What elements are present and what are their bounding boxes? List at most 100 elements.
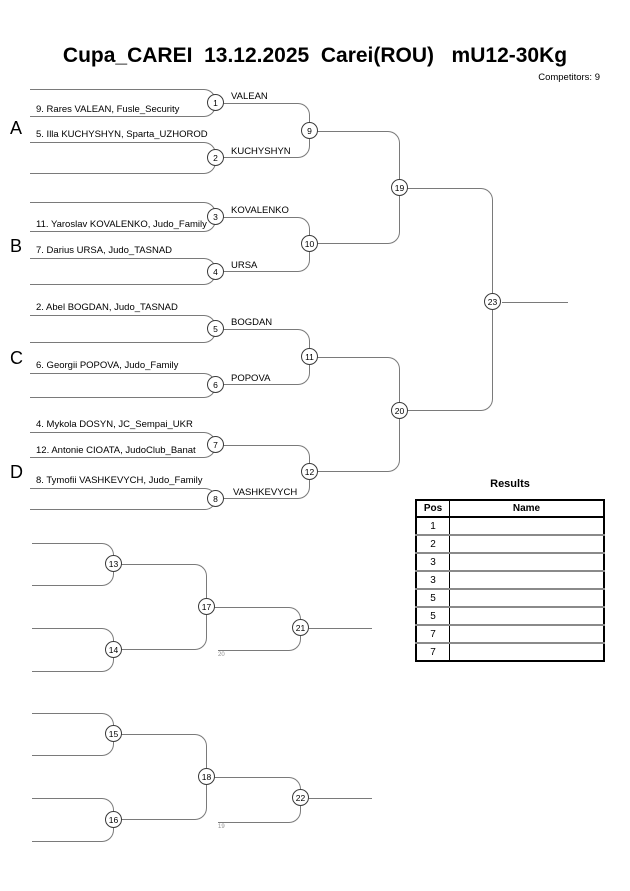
connector-13-to-17 [114,564,207,607]
results-name [449,517,604,536]
results-pos: 7 [416,643,450,661]
match-node-21: 21 [292,619,309,636]
results-row: 1 [416,517,604,536]
connector-4-to-10 [216,244,310,272]
connector-17-to-21 [207,607,301,628]
match-node-23: 23 [484,293,501,310]
results-pos: 1 [416,517,450,536]
bracket-pair-line-2 [30,142,216,174]
results-name [449,553,604,572]
connector-8-to-12 [216,472,310,499]
connector-20-to-23 [400,302,493,411]
results-pos: 5 [416,589,450,608]
match-node-16: 16 [105,811,122,828]
match-node-2: 2 [207,149,224,166]
competitor-yaroslav-kovalenko: 11. Yaroslav KOVALENKO, Judo_Family [36,219,207,230]
match-node-12: 12 [301,463,318,480]
results-row: 3 [416,553,604,572]
results-header-name: Name [449,500,604,518]
competitor-illa-kuchyshyn: 5. Illa KUCHYSHYN, Sparta_UZHOROD [36,129,208,140]
winner-label-match-6: POPOVA [231,373,271,384]
group-label-a: A [10,118,23,138]
repechage-pair-line-16 [32,798,114,842]
results-pos: 3 [416,571,450,590]
connector-loser20-to-21 [218,628,301,651]
repechage-pair-line-15 [32,713,114,756]
connector-10-to-19 [310,188,400,244]
results-name [449,607,604,626]
connector-19-to-23 [400,188,493,302]
winner-label-match-2: KUCHYSHYN [231,146,291,157]
connector-loser19-to-22 [218,798,301,823]
competitor-darius-ursa: 7. Darius URSA, Judo_TASNAD [36,245,173,256]
results-name [449,571,604,590]
connector-16-to-18 [114,777,207,820]
match-node-9: 9 [301,122,318,139]
connector-7-to-12 [216,445,310,472]
match-node-20: 20 [391,402,408,419]
winner-label-match-8: VASHKEVYCH [233,487,298,498]
results-pos: 5 [416,607,450,626]
competitor-mykola-dosyn: 4. Mykola DOSYN, JC_Sempai_UKR [36,419,193,430]
competitor-abel-bogdan: 2. Abel BOGDAN, Judo_TASNAD [36,302,178,313]
match-node-8: 8 [207,490,224,507]
group-label-c: C [10,348,23,368]
connector-11-to-20 [310,357,400,411]
repechage-pair-line-14 [32,628,114,672]
results-row: 7 [416,625,604,644]
final-winner-line [502,302,568,303]
competitors-count: Competitors: 9 [538,72,600,83]
results-table: Pos Name 1 2 3 3 5 5 7 7 [415,499,605,662]
repechage-22-out-line [309,798,372,799]
match-node-6: 6 [207,376,224,393]
bracket-pair-line-5 [30,315,216,343]
match-node-22: 22 [292,789,309,806]
results-name [449,625,604,644]
match-node-11: 11 [301,348,318,365]
match-node-19: 19 [391,179,408,196]
match-node-1: 1 [207,94,224,111]
match-node-7: 7 [207,436,224,453]
connector-15-to-18 [114,734,207,777]
winner-label-match-1: VALEAN [231,91,268,102]
match-node-5: 5 [207,320,224,337]
results-name [449,535,604,554]
results-row: 3 [416,571,604,590]
connector-9-to-19 [310,131,400,188]
repechage-21-out-line [309,628,372,629]
loser-ref-label-20: 20 [218,652,225,658]
results-pos: 7 [416,625,450,644]
winner-label-match-3: KOVALENKO [231,205,289,216]
connector-18-to-22 [207,777,301,798]
connector-3-to-10 [216,217,310,244]
loser-ref-label-19: 19 [218,824,225,830]
results-name [450,643,605,661]
results-pos: 2 [416,535,450,554]
match-node-3: 3 [207,208,224,225]
connector-12-to-20 [310,411,400,472]
match-node-18: 18 [198,768,215,785]
results-name [449,589,604,608]
bracket-pair-line-6 [30,373,216,398]
group-label-d: D [10,462,23,482]
match-node-14: 14 [105,641,122,658]
winner-label-match-4: URSA [231,260,258,271]
match-node-10: 10 [301,235,318,252]
page-title: Cupa_CAREI 13.12.2025 Carei(ROU) mU12-30… [62,44,568,67]
connector-2-to-9 [216,131,310,158]
group-label-b: B [10,236,23,256]
results-pos: 3 [416,553,450,572]
match-node-17: 17 [198,598,215,615]
results-row: 5 [416,589,604,608]
bracket-pair-line-8 [30,488,216,510]
results-row: 7 [416,643,604,661]
match-node-4: 4 [207,263,224,280]
competitor-georgii-popova: 6. Georgii POPOVA, Judo_Family [36,360,179,371]
match-node-13: 13 [105,555,122,572]
results-header-row: Pos Name [416,500,604,518]
connector-14-to-17 [114,607,207,650]
match-node-15: 15 [105,725,122,742]
competitor-antonie-cioata: 12. Antonie CIOATA, JudoClub_Banat [36,445,196,456]
connector-5-to-11 [216,329,310,357]
